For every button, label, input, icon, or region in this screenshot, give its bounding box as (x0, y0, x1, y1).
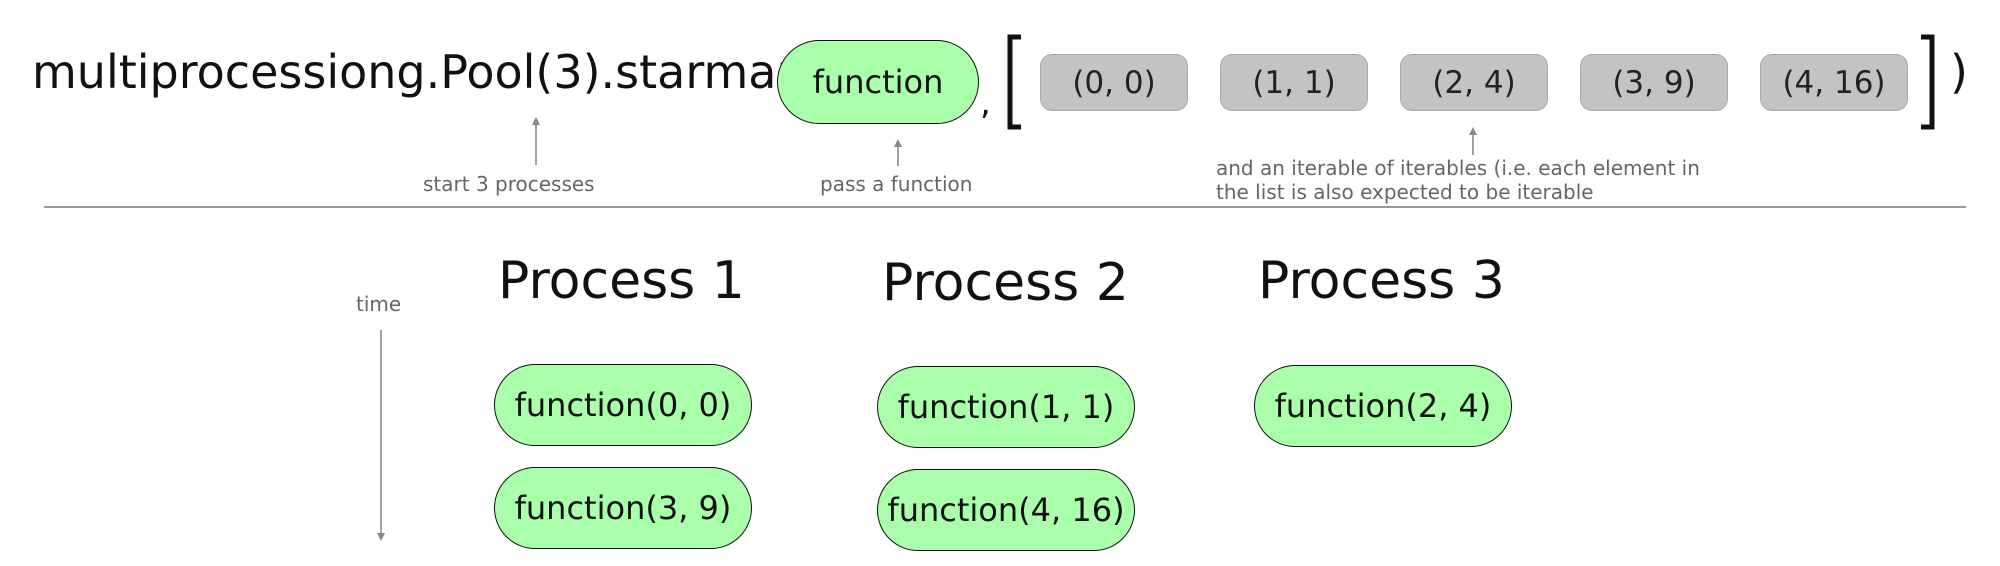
iterable-item: (2, 4) (1400, 54, 1548, 111)
annotation-iterable-line2: the list is also expected to be iterable (1216, 180, 1594, 204)
iterable-item: (1, 1) (1220, 54, 1368, 111)
left-bracket (1007, 34, 1021, 130)
iterable-item: (0, 0) (1040, 54, 1188, 111)
right-bracket (1921, 34, 1935, 130)
iterable-item: (3, 9) (1580, 54, 1728, 111)
process-1-title: Process 1 (498, 251, 745, 311)
close-paren: ) (1950, 45, 1968, 99)
annotation-iterable-line1: and an iterable of iterables (i.e. each … (1216, 156, 1700, 180)
iterable-item: (4, 16) (1760, 54, 1908, 111)
process-2-call: function(4, 16) (877, 469, 1135, 551)
function-pill: function (777, 40, 979, 124)
process-2-title: Process 2 (882, 253, 1129, 313)
comma: , (980, 83, 991, 123)
process-3-title: Process 3 (1258, 251, 1505, 311)
starmap-call-text: multiprocessiong.Pool(3).starmap( (32, 45, 824, 99)
annotation-processes: start 3 processes (423, 172, 595, 196)
process-2-call: function(1, 1) (877, 366, 1135, 448)
annotation-function: pass a function (820, 172, 973, 196)
process-1-call: function(3, 9) (494, 467, 752, 549)
time-label: time (356, 292, 402, 316)
process-3-call: function(2, 4) (1254, 365, 1512, 447)
process-1-call: function(0, 0) (494, 364, 752, 446)
